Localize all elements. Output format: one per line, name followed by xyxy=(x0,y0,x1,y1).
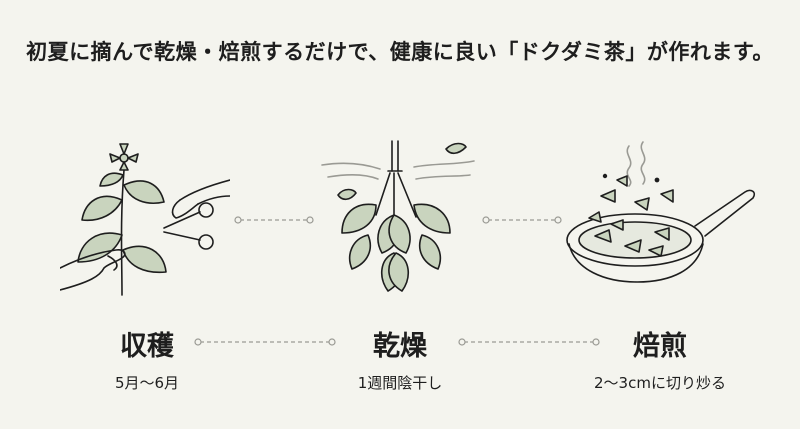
step-desc-roasting: 2〜3cmに切り炒る xyxy=(594,374,726,392)
connector-line xyxy=(194,338,336,346)
headline: 初夏に摘んで乾燥・焙煎するだけで、健康に良い「ドクダミ茶」が作れます。 xyxy=(26,39,774,64)
step-title-drying: 乾燥 xyxy=(373,331,427,362)
step-title-roasting: 焙煎 xyxy=(633,331,687,362)
step-desc-drying: 1週間陰干し xyxy=(357,374,443,392)
connector-line xyxy=(482,216,562,224)
step-title-harvest: 収穫 xyxy=(120,331,174,362)
harvest-hands-plant-icon xyxy=(60,143,230,296)
hanging-drying-bundle-icon xyxy=(321,140,475,292)
connector-line xyxy=(234,216,314,224)
connector-line xyxy=(458,338,600,346)
frying-pan-roasting-icon xyxy=(566,141,756,283)
step-desc-harvest: 5月〜6月 xyxy=(114,374,180,392)
